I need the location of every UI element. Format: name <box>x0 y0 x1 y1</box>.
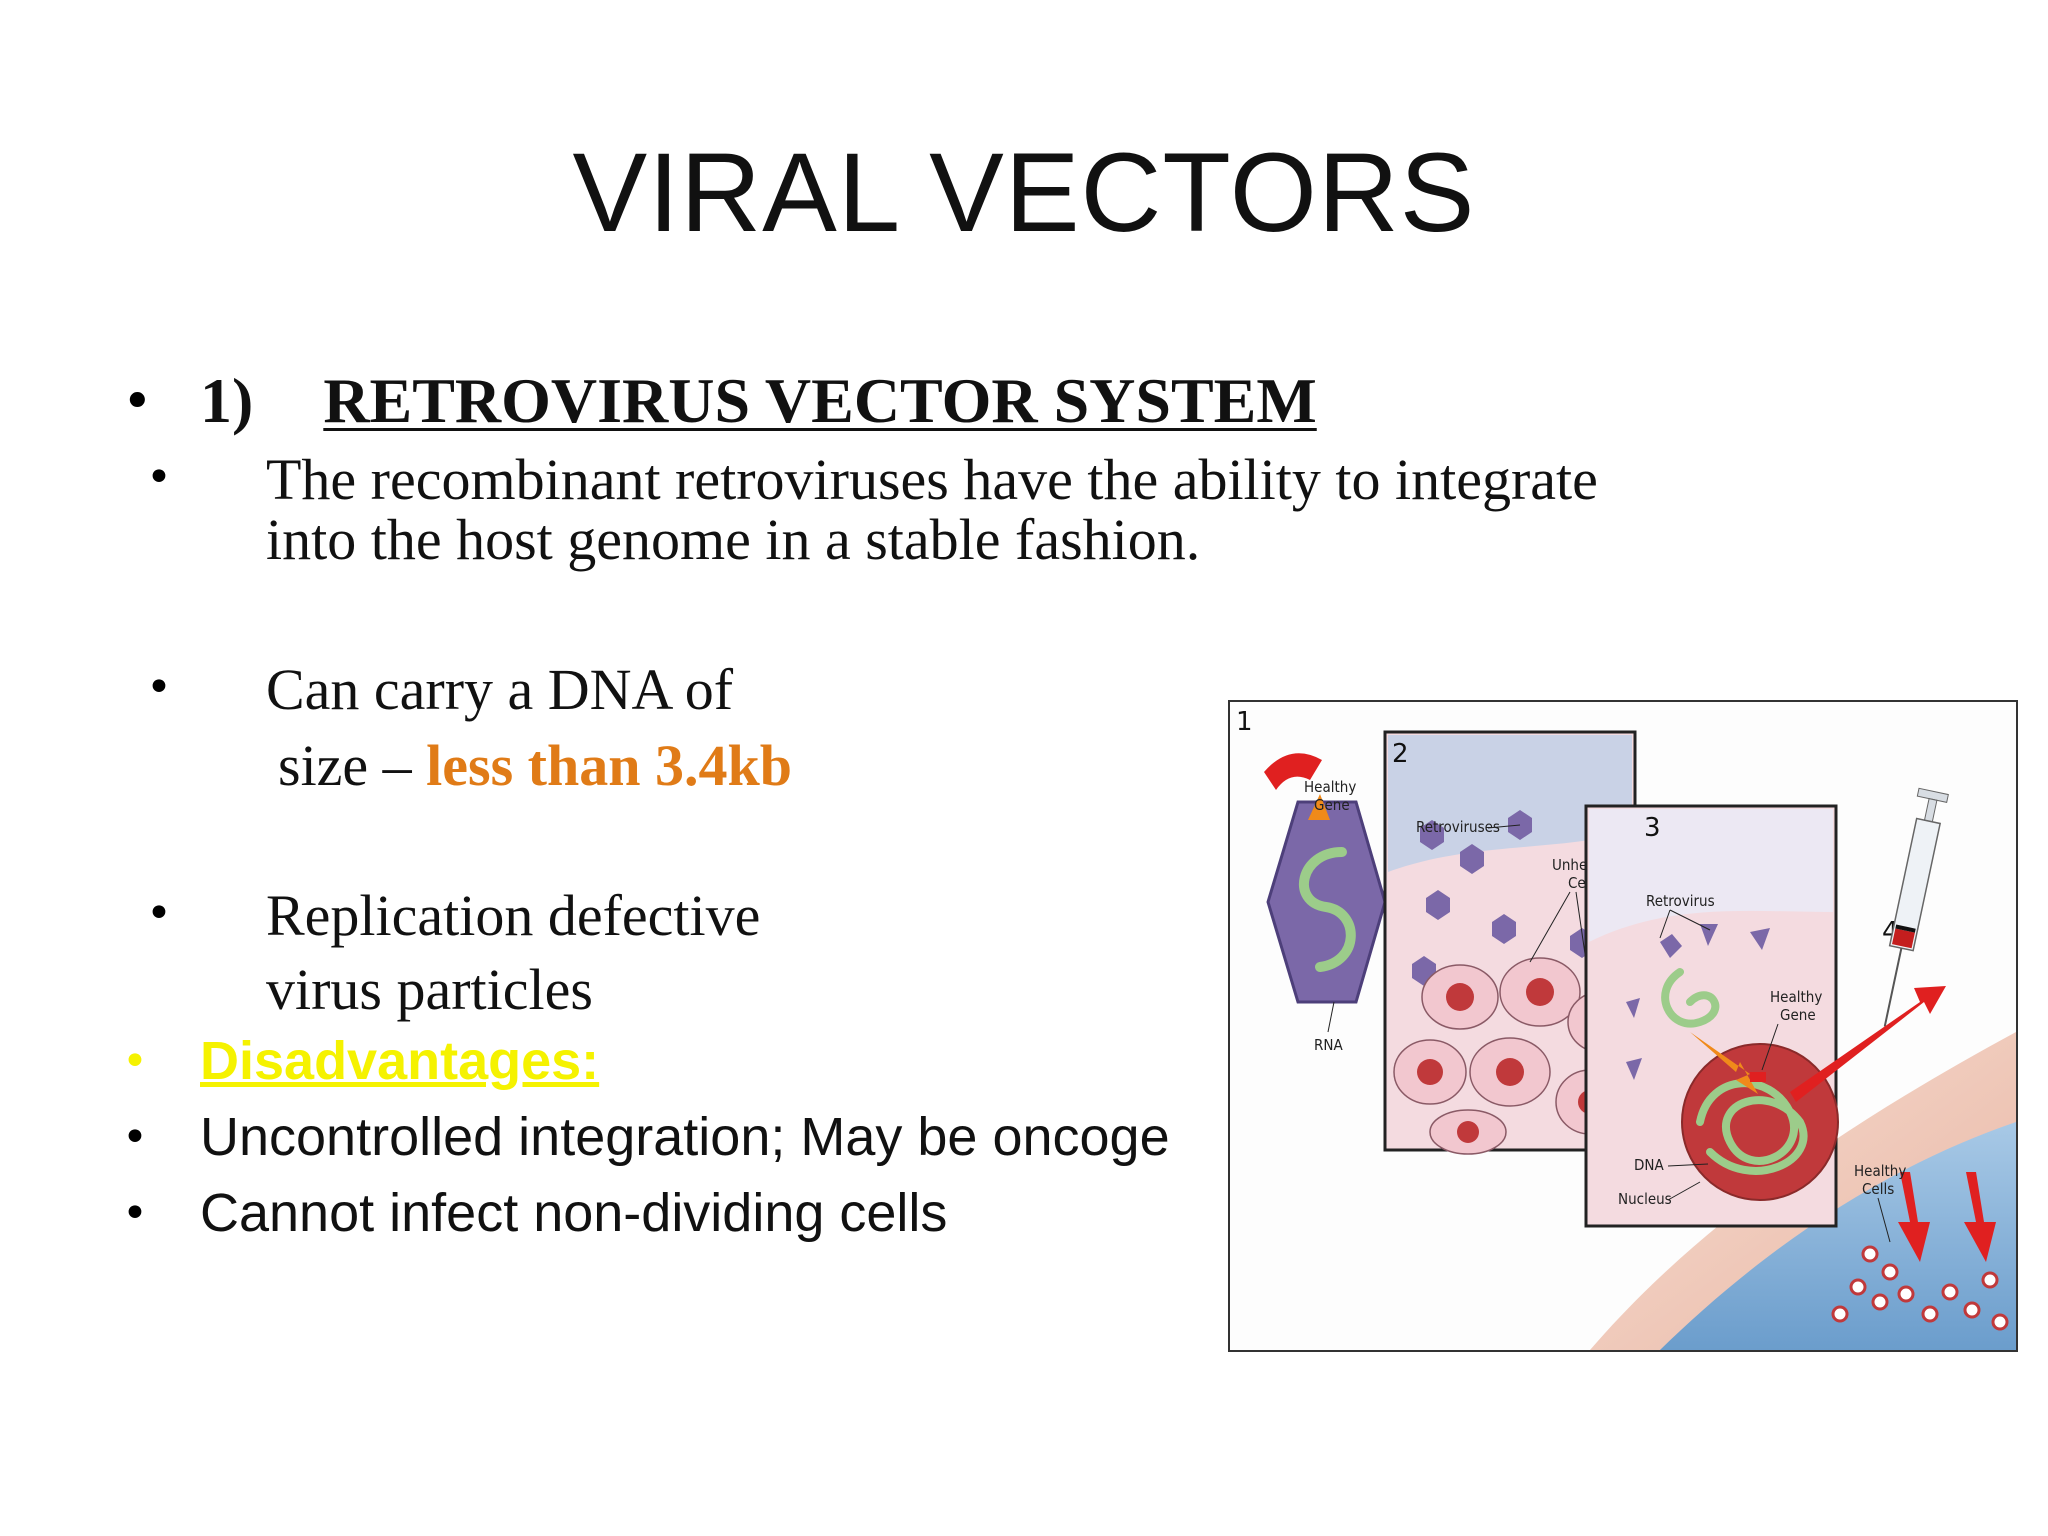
disadvantages-label: Disadvantages: <box>200 1031 600 1091</box>
panel-number: 3 <box>1644 813 1661 843</box>
panel-number: 2 <box>1392 739 1409 769</box>
bullet-glyph: • <box>146 452 172 503</box>
bullet-1-line-2: into the host genome in a stable fashion… <box>266 507 1201 572</box>
arrow-icon <box>1308 794 1330 820</box>
healthy-gene-fragment <box>1264 753 1322 790</box>
label: Retrovirus <box>1646 892 1715 910</box>
figure-illustration: 1 Healthy Gene RNA 2 <box>1236 707 2016 1350</box>
disadvantage-item: Cannot infect non-dividing cells <box>200 1183 948 1243</box>
bloodstream-layer <box>1660 1122 2016 1350</box>
healthy-cells <box>1831 1245 2009 1331</box>
cell-exterior <box>1388 735 1632 872</box>
label: Healthy <box>1304 778 1356 796</box>
bullet-glyph: • <box>122 372 153 432</box>
label: Healthy <box>1770 988 1822 1006</box>
label: DNA <box>1634 1156 1664 1174</box>
bullet-2-line-1: Can carry a DNA of <box>266 657 734 722</box>
label: Gene <box>1314 796 1350 814</box>
arrow-icon <box>1898 1172 1930 1262</box>
section-number: 1) <box>200 365 254 436</box>
syringe-icon <box>1883 787 1949 1027</box>
label: RNA <box>1314 1036 1343 1054</box>
label: Gene <box>1780 1006 1816 1024</box>
arrow-icon <box>1964 1172 1996 1262</box>
arrow-icon <box>1690 1032 1758 1094</box>
label: Cells <box>1862 1180 1894 1198</box>
retrovirus-gene-therapy-figure: 1 Healthy Gene RNA 2 <box>1228 700 2018 1352</box>
arrow-icon <box>1790 986 1946 1102</box>
panel-number: 1 <box>1236 707 1253 737</box>
bullet-3-line-2: virus particles <box>266 957 593 1022</box>
label: Retroviruses <box>1416 818 1500 836</box>
bullet-glyph: • <box>122 1112 148 1163</box>
dna-strand <box>1696 1079 1808 1175</box>
disadvantage-item: Uncontrolled integration; May be oncoge <box>200 1107 1170 1167</box>
bullet-2-prefix: size – <box>278 733 427 798</box>
label: Healthy <box>1854 1162 1906 1180</box>
bullet-glyph: • <box>122 1188 148 1239</box>
virus-particle <box>1266 800 1387 1004</box>
bullet-1-line-1: The recombinant retroviruses have the ab… <box>266 447 1598 512</box>
bullet-glyph: • <box>146 662 172 713</box>
nucleus <box>1681 1043 1839 1201</box>
bullet-glyph: • <box>146 888 172 939</box>
size-highlight: less than 3.4kb <box>426 733 793 798</box>
bullet-glyph: • <box>122 1036 148 1087</box>
label: Nucleus <box>1618 1190 1672 1208</box>
section-heading-text: RETROVIRUS VECTOR SYSTEM <box>323 365 1317 436</box>
rna-strand <box>1298 847 1356 972</box>
bullet-2-line-2: size – less than 3.4kb <box>278 736 792 796</box>
slide-title: VIRAL VECTORS <box>572 130 1476 255</box>
section-heading: 1) RETROVIRUS VECTOR SYSTEM <box>200 364 1317 438</box>
bullet-3-line-1: Replication defective <box>266 883 761 948</box>
